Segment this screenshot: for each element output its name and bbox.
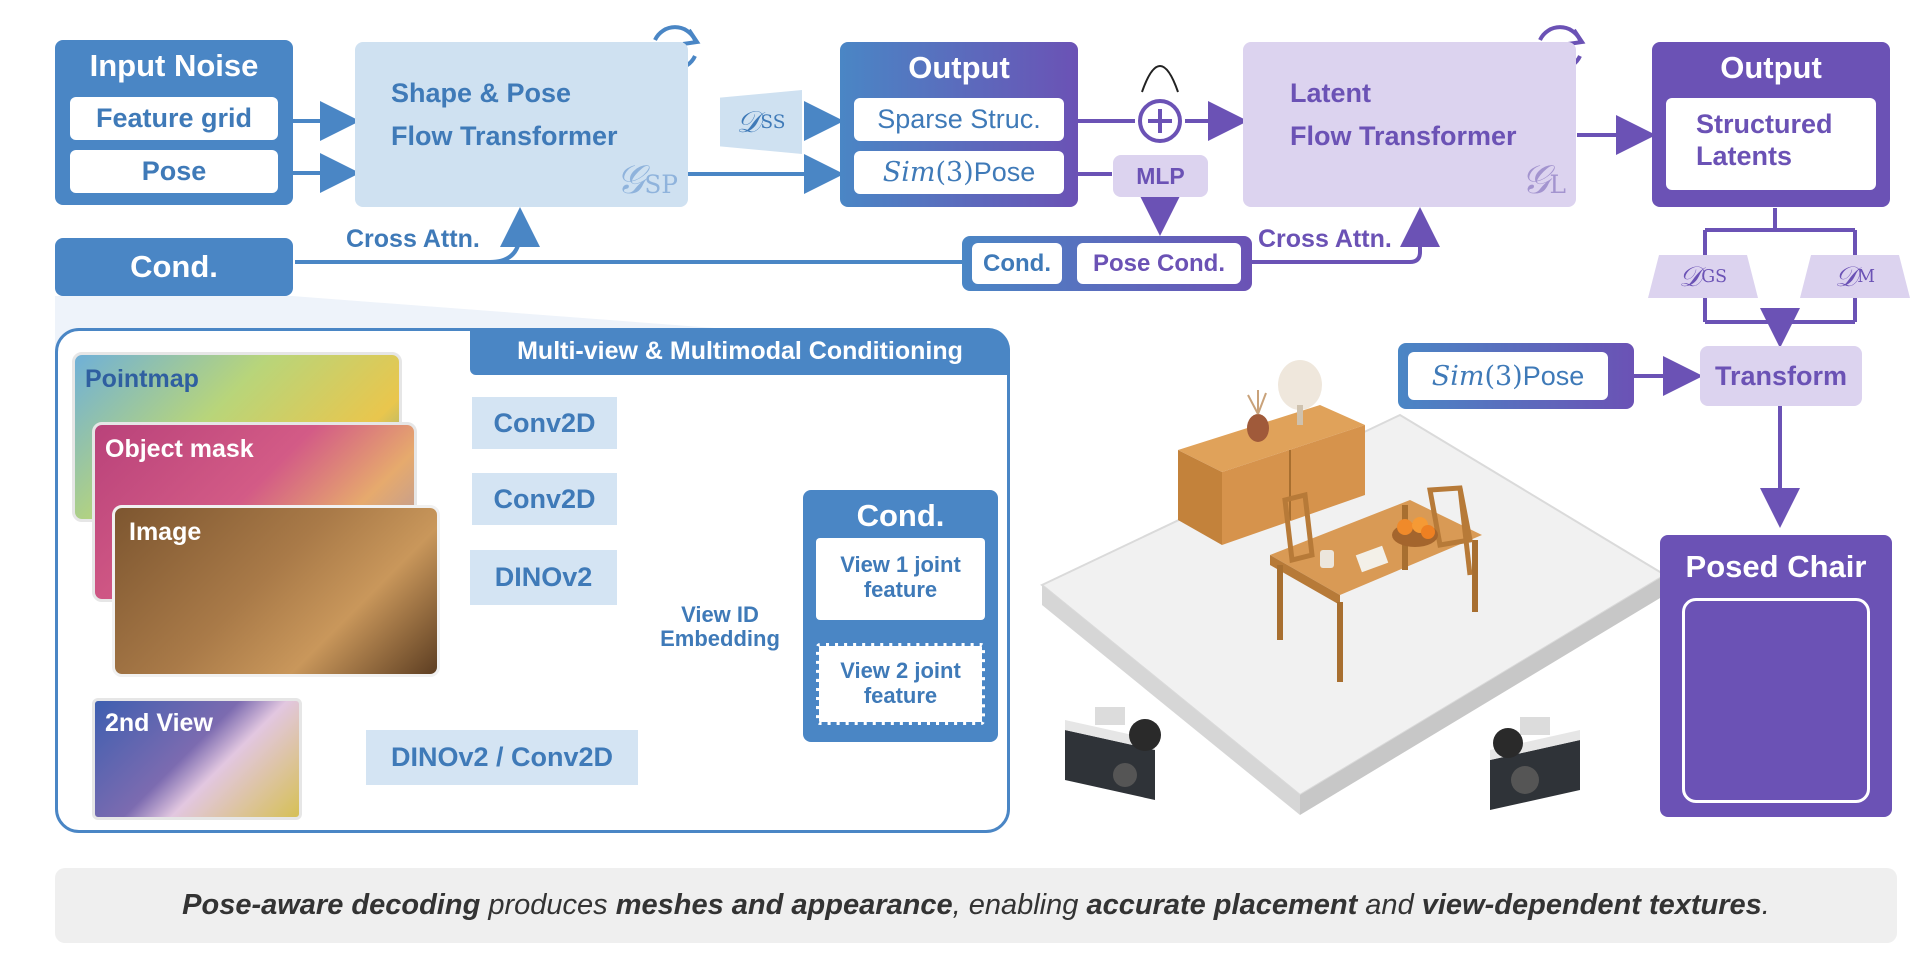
feature-grid-item: Feature grid [70, 97, 278, 140]
cross-attn-left-label: Cross Attn. [346, 225, 480, 253]
output-box-1: Output Sparse Struc. Sim(3) Pose [840, 42, 1078, 207]
sp-line1: Shape & Pose [391, 78, 572, 108]
sim3-pose-item: Sim(3) Pose [854, 151, 1064, 194]
cross-attn-right-label: Cross Attn. [1258, 225, 1392, 253]
caption-text: Pose-aware decoding produces meshes and … [182, 889, 1770, 922]
dinov2-conv2d-encoder: DINOv2 / Conv2D [366, 730, 638, 785]
pose-cond-item: Pose Cond. [1077, 243, 1241, 284]
caption-part: . [1761, 889, 1770, 921]
second-view-image: 2nd View [92, 698, 302, 820]
dinov2-encoder: DINOv2 [470, 550, 617, 605]
image-input: Image [112, 505, 440, 677]
gsp-symbol: 𝒢SP [615, 157, 678, 203]
output1-title: Output [908, 50, 1010, 85]
latent-flow-transformer: Latent Flow Transformer 𝒢L [1243, 42, 1576, 207]
room-scene-illustration [1040, 360, 1667, 815]
sparse-struc-item: Sparse Struc. [854, 98, 1064, 141]
output2-title: Output [1720, 50, 1822, 85]
posed-chair-title: Posed Chair [1685, 549, 1867, 584]
gl-symbol: 𝒢L [1521, 157, 1566, 203]
caption-part: Pose-aware decoding [182, 889, 481, 921]
mlp-box: MLP [1113, 155, 1208, 197]
pose-item: Pose [70, 150, 278, 193]
sp-line2: Flow Transformer [391, 121, 618, 151]
posed-chair-box: Posed Chair [1660, 535, 1892, 817]
cond-item: Cond. [972, 243, 1062, 284]
conv2d-encoder-1: Conv2D [472, 397, 617, 449]
caption-part: and [1357, 889, 1422, 921]
conv2d-encoder-2: Conv2D [472, 473, 617, 525]
caption-part: , enabling [952, 889, 1087, 921]
latent-line2: Flow Transformer [1290, 121, 1517, 151]
input-noise-title: Input Noise [89, 48, 259, 83]
multiview-title: Multi-view & Multimodal Conditioning [470, 328, 1010, 375]
camera-icon [1490, 717, 1580, 810]
camera-icon [1065, 707, 1161, 800]
caption-part: meshes and appearance [615, 889, 953, 921]
caption-part: view-dependent textures [1421, 889, 1762, 921]
caption-bar: Pose-aware decoding produces meshes and … [55, 868, 1897, 943]
arrow-posecond-to-latent [1250, 207, 1440, 264]
posed-chair-frame [1682, 598, 1870, 803]
cond-box: Cond. [55, 238, 293, 296]
caption-part: produces [480, 889, 616, 921]
noise-bell-icon [1141, 65, 1179, 93]
shape-pose-flow-transformer: Shape & Pose Flow Transformer 𝒢SP [355, 42, 688, 207]
input-noise-box: Input Noise Feature grid Pose [55, 40, 293, 205]
cond-pose-cond-box: Cond. Pose Cond. [962, 236, 1252, 291]
transform-box: Transform [1700, 346, 1862, 406]
sim3-pose-box: Sim(3) Pose [1398, 343, 1634, 409]
caption-part: accurate placement [1086, 889, 1358, 921]
latent-line1: Latent [1290, 78, 1371, 108]
